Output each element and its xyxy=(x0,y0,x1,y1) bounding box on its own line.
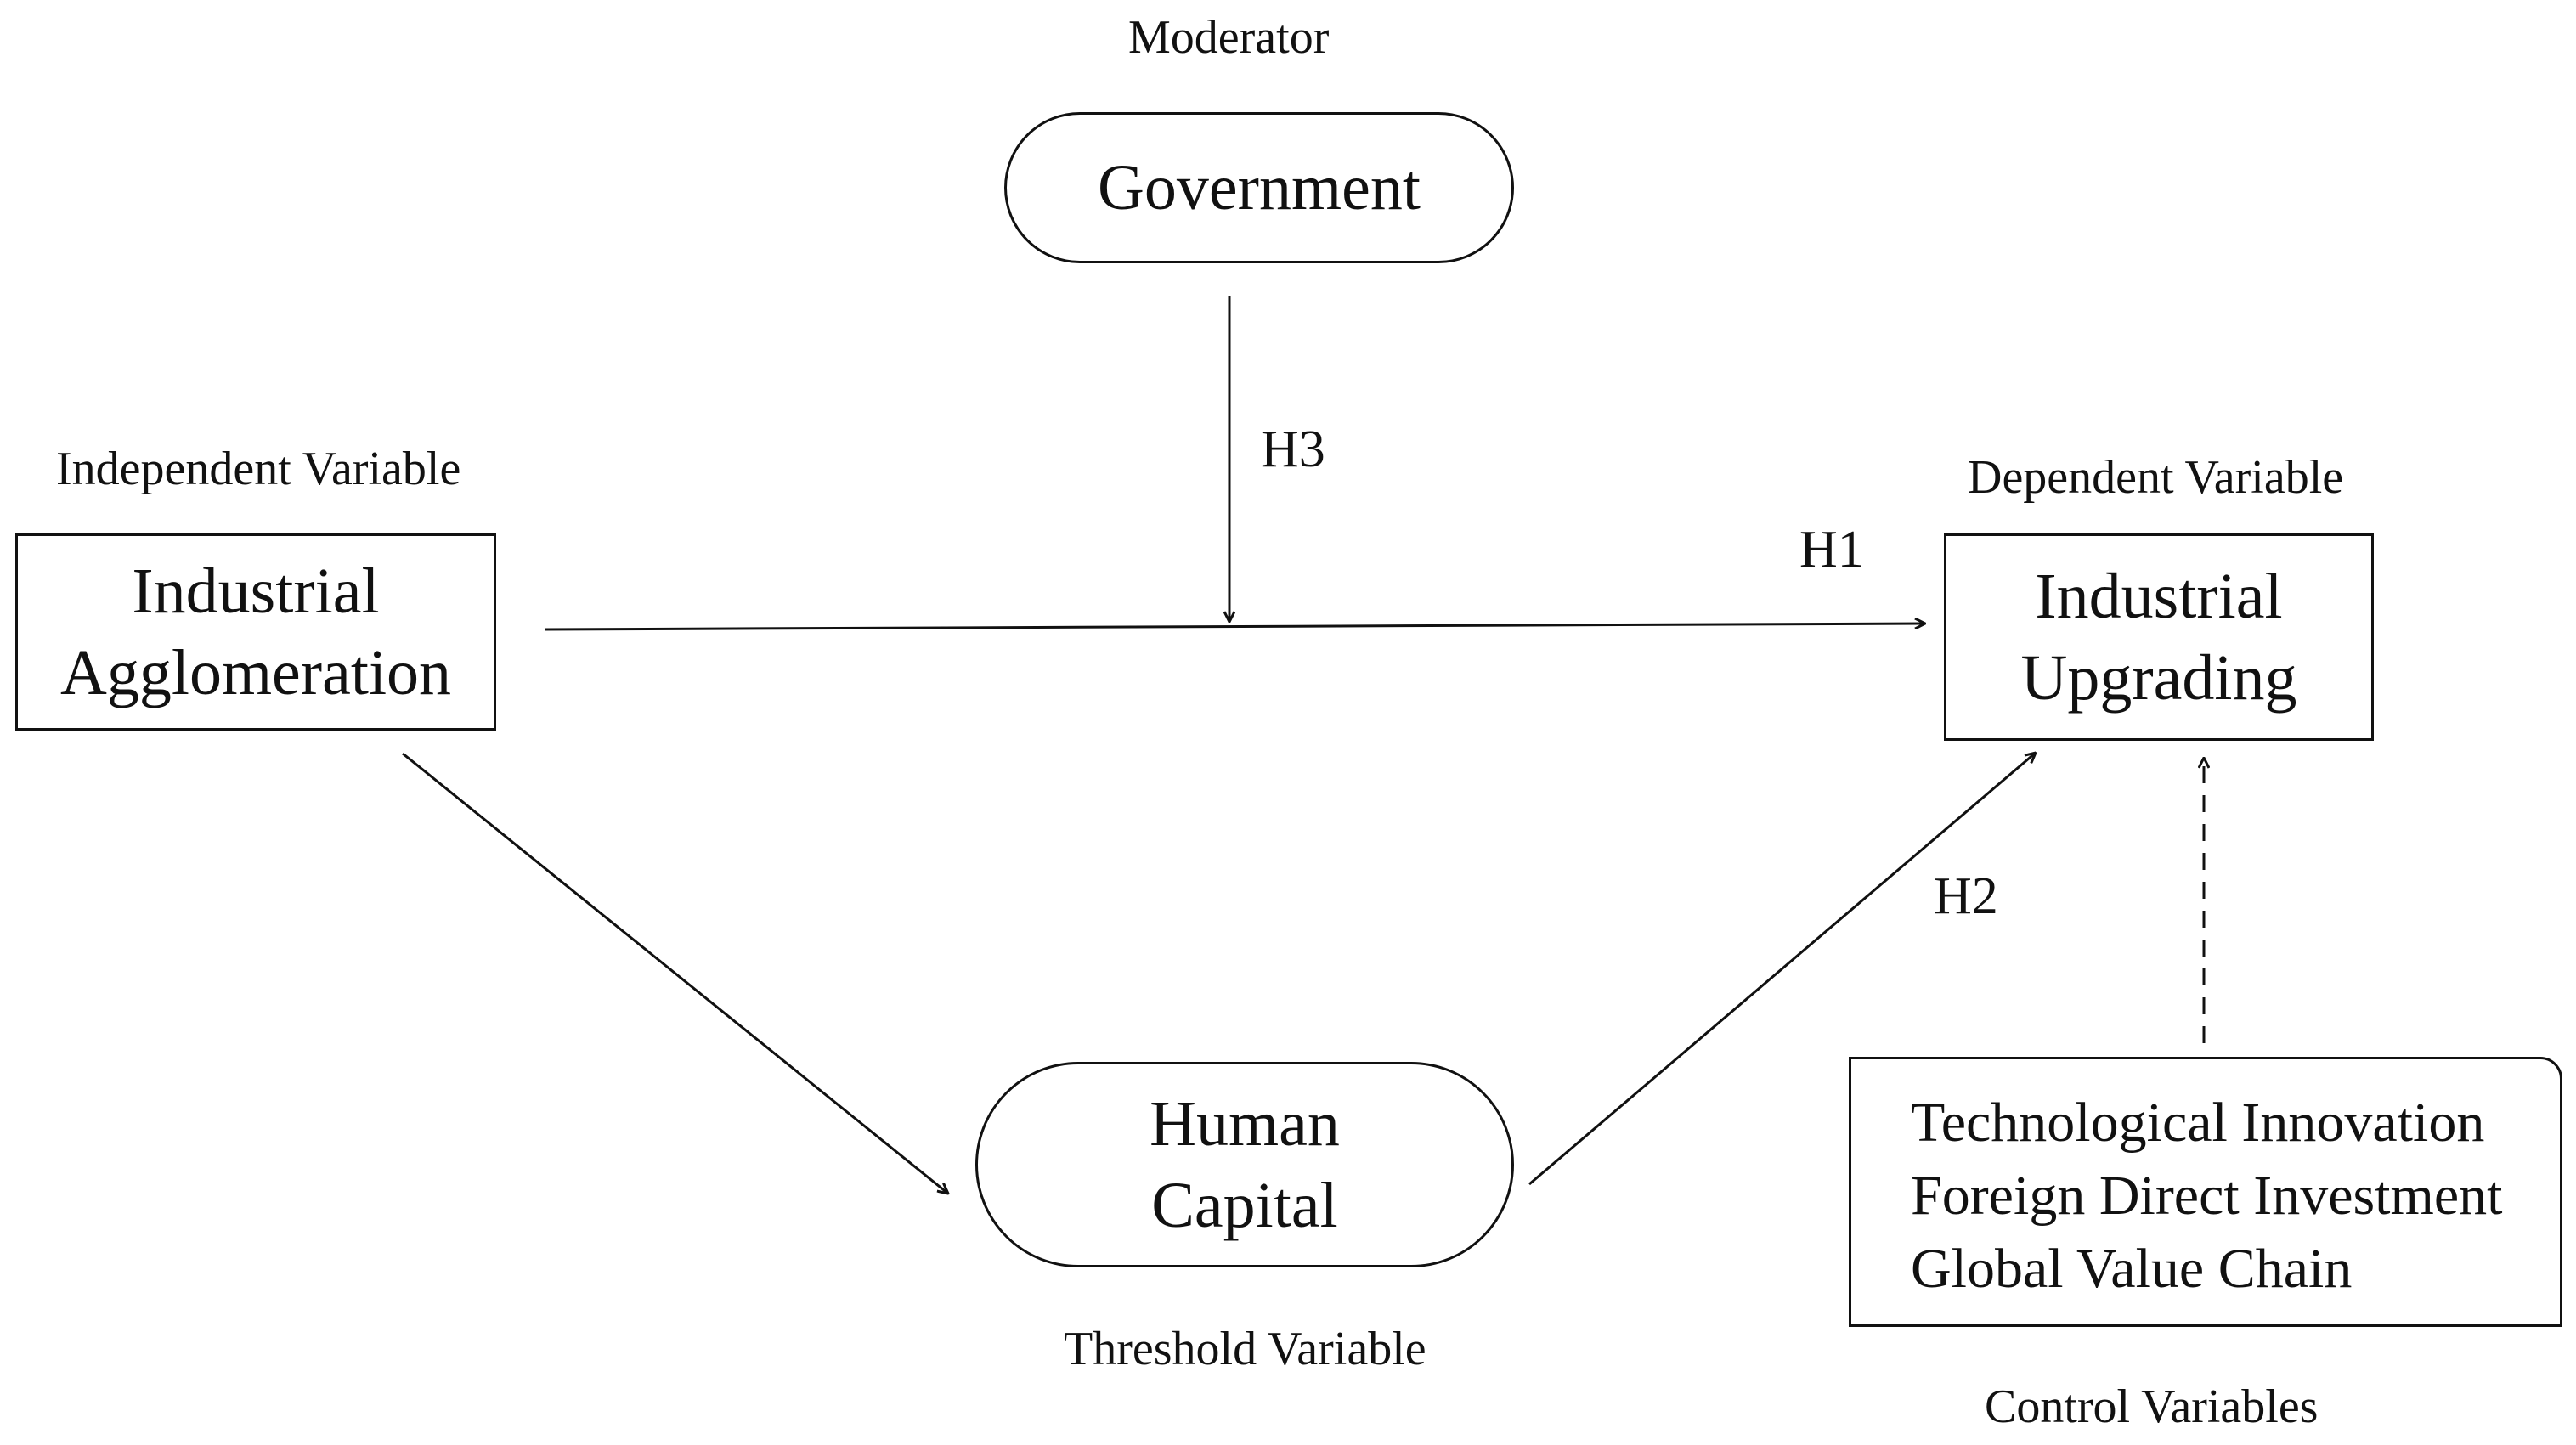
moderator-label: Moderator xyxy=(1128,11,1330,64)
control-variable-item: Global Value Chain xyxy=(1911,1238,2353,1300)
industrial-upgrading-line-2: Upgrading xyxy=(2020,642,2297,714)
control-variable-item: Foreign Direct Investment xyxy=(1911,1165,2503,1227)
hypothesis-h1-label: H1 xyxy=(1799,521,1864,579)
industrial-upgrading-line-1: Industrial xyxy=(2035,561,2283,632)
edge-agglomeration-to-capital-arrow xyxy=(402,752,948,1194)
industrial-upgrading-node-text: Industrial Upgrading xyxy=(2020,556,2296,719)
government-node-text: Government xyxy=(1098,147,1421,229)
independent-variable-label: Independent Variable xyxy=(56,443,461,495)
industrial-agglomeration-line-2: Agglomeration xyxy=(59,637,452,708)
industrial-agglomeration-line-1: Industrial xyxy=(132,556,380,627)
control-variables-label: Control Variables xyxy=(1985,1380,2319,1433)
human-capital-line-2: Capital xyxy=(1151,1170,1338,1241)
control-variables-node: Technological Innovation Foreign Direct … xyxy=(1849,1057,2562,1327)
human-capital-node: Human Capital xyxy=(975,1062,1514,1267)
dependent-variable-label: Dependent Variable xyxy=(1968,451,2344,504)
human-capital-node-text: Human Capital xyxy=(1150,1083,1340,1246)
control-variable-item: Technological Innovation xyxy=(1911,1092,2485,1154)
hypothesis-h3-label: H3 xyxy=(1261,421,1325,478)
human-capital-line-1: Human xyxy=(1150,1088,1340,1160)
hypothesis-h2-label: H2 xyxy=(1934,867,1998,925)
industrial-agglomeration-node-text: Industrial Agglomeration xyxy=(60,550,451,714)
government-node-line: Government xyxy=(1098,152,1421,223)
edge-h2-arrow xyxy=(1528,753,2036,1186)
edge-h1-arrow xyxy=(545,624,1925,631)
control-variables-list: Technological Innovation Foreign Direct … xyxy=(1911,1087,2502,1306)
industrial-agglomeration-node: Industrial Agglomeration xyxy=(15,533,496,731)
threshold-variable-label: Threshold Variable xyxy=(1064,1323,1426,1375)
industrial-upgrading-node: Industrial Upgrading xyxy=(1944,533,2374,741)
government-node: Government xyxy=(1004,112,1514,263)
